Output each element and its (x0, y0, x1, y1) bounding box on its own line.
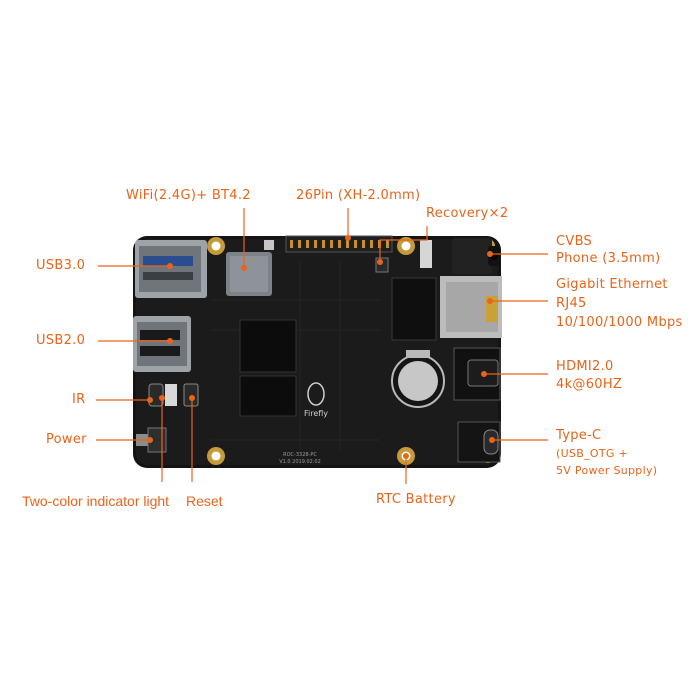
label-recovery: Recovery×2 (426, 206, 509, 221)
label-typec: Type-C (556, 428, 602, 443)
leader-dot (147, 437, 153, 443)
label-typec-otg: (USB_OTG + (556, 447, 628, 460)
label-ethernet: Gigabit Ethernet (556, 277, 668, 292)
rj45-port (440, 276, 502, 338)
antenna-connector (264, 240, 274, 250)
rtc-battery (391, 350, 445, 408)
leader-dot (159, 395, 165, 401)
pin-header-26 (285, 235, 393, 253)
mounting-hole (207, 447, 225, 465)
label-rtc: RTC Battery (376, 492, 456, 507)
label-reset: Reset (186, 493, 223, 509)
mounting-hole (207, 237, 225, 255)
audio-jack (452, 238, 500, 274)
label-rj45: RJ45 (556, 296, 587, 311)
label-power: Power (46, 432, 87, 447)
leader-dot (489, 437, 495, 443)
leader-dot (241, 265, 247, 271)
label-ir: IR (72, 392, 86, 407)
usb3-port (135, 240, 207, 298)
label-cvbs-phone: Phone (3.5mm) (556, 251, 661, 266)
version-mark: V1.0 2019.02.02 (279, 459, 321, 465)
usb2-port (133, 316, 191, 372)
label-usb2: USB2.0 (36, 333, 86, 348)
label-typec-power: 5V Power Supply) (556, 464, 658, 477)
leader-dot (403, 453, 409, 459)
indicator-led (165, 384, 177, 406)
ram-chip (239, 375, 297, 417)
brand-mark: Firefly (304, 409, 328, 418)
label-hdmi-res: 4k@60HZ (556, 377, 623, 392)
leader-dot (345, 235, 351, 241)
label-eth-speed: 10/100/1000 Mbps (556, 315, 683, 330)
mounting-hole (397, 237, 415, 255)
leader-dot (487, 298, 493, 304)
ethernet-transformer (391, 277, 437, 341)
leader-dot (481, 371, 487, 377)
label-hdmi: HDMI2.0 (556, 359, 614, 374)
label-wifi: WiFi(2.4G)+ BT4.2 (126, 188, 251, 203)
wifi-module (226, 252, 272, 296)
label-usb3: USB3.0 (36, 258, 86, 273)
recovery-button (420, 240, 432, 268)
leader-line (379, 226, 428, 262)
ram-chip (239, 319, 297, 373)
label-cvbs: CVBS (556, 234, 593, 249)
leader-dot (167, 338, 173, 344)
reset-switch (183, 383, 199, 407)
label-indicator: Two-color indicator light (22, 493, 170, 509)
leader-dot (147, 397, 153, 403)
leader-dot (167, 263, 173, 269)
leader-dot (189, 395, 195, 401)
leader-dot (487, 251, 493, 257)
leader-dot (377, 259, 383, 265)
firefly-logo (307, 382, 325, 406)
label-26pin: 26Pin (XH-2.0mm) (296, 188, 421, 203)
model-mark: ROC-3328-PC (283, 452, 317, 458)
